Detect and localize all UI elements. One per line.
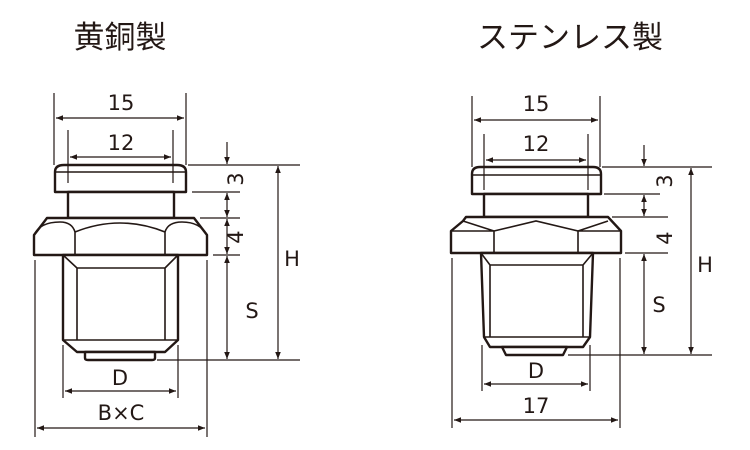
stainless-label-4: 4 — [653, 231, 677, 244]
stainless-label-s: S — [652, 293, 665, 317]
brass-label-h: H — [284, 247, 300, 271]
brass-diagram: 黄銅製 — [32, 20, 300, 437]
brass-dimensions — [34, 93, 300, 437]
brass-label-3: 3 — [224, 172, 248, 185]
stainless-diagram: ステンレス製 — [449, 20, 713, 428]
stainless-dimensions — [451, 96, 712, 428]
brass-label-d: D — [112, 366, 128, 390]
stainless-label-3: 3 — [653, 174, 677, 187]
brass-label-s: S — [245, 299, 258, 323]
stainless-label-12: 12 — [523, 132, 550, 156]
brass-label-bxc: B×C — [98, 401, 145, 425]
stainless-label-d: D — [528, 359, 544, 383]
stainless-label-h: H — [697, 253, 713, 277]
stainless-fitting-drawing — [449, 165, 623, 357]
brass-fitting-drawing — [32, 163, 209, 362]
brass-label-12: 12 — [108, 131, 135, 155]
brass-label-4: 4 — [224, 230, 248, 243]
stainless-title: ステンレス製 — [477, 20, 663, 56]
stainless-label-17: 17 — [523, 394, 550, 418]
brass-title: 黄銅製 — [74, 20, 167, 56]
brass-label-15: 15 — [108, 91, 135, 115]
stainless-label-15: 15 — [523, 92, 550, 116]
